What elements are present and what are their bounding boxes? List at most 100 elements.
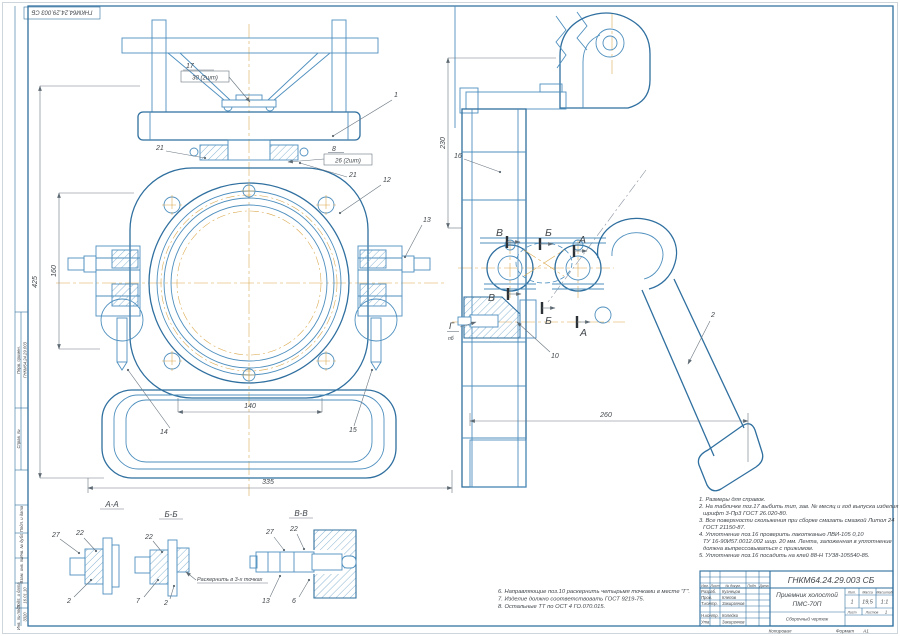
strip-perv-label: Перв. примен. — [16, 346, 21, 374]
left-latch-mechanism — [67, 245, 144, 371]
lit-header: Лит. — [847, 590, 856, 594]
title-block: ГНКМ64.24.29.003 СБ Изм. Лист № докум. П… — [699, 570, 894, 634]
strip-vzam-inv-label: Взам. инв. № — [19, 557, 24, 583]
title-block-doc-type: Сборочный чертеж — [786, 616, 829, 622]
pos-12: 12 — [383, 177, 391, 184]
side-view: В В Б Б А А Г пб 16 — [440, 11, 764, 492]
section-letter-b-top: Б — [545, 227, 552, 239]
dim-335: 335 — [262, 479, 274, 486]
note-line: 3. Все поверхности скольжения при сборке… — [699, 517, 894, 524]
row-role: Т.контр. — [701, 601, 718, 606]
row-role: Разраб. — [701, 589, 716, 594]
title-block-name-2: ПМС-70П — [793, 601, 822, 608]
strip-inv-podl-label: Инв. № подл. — [16, 604, 21, 630]
section-cut-marks: В В Б Б А А — [488, 227, 591, 339]
note-line: 6. Направляющие поз.10 раскернить четырь… — [498, 589, 690, 595]
pos-15: 15 — [349, 427, 357, 434]
title-block-doc-number: ГНКМ64.24.29.003 СБ — [788, 575, 875, 585]
front-dimensions: 425 160 140 335 — [32, 85, 453, 493]
dim-230: 230 — [440, 137, 447, 150]
row-name: Закирзянов — [722, 620, 745, 625]
section-letter-v-top: В — [496, 227, 503, 239]
section-view-bb: Б-Б 22 7 2 Раскернить в 3-х точках — [134, 510, 268, 607]
lit-value: 1 — [851, 600, 854, 606]
row-role: Н.контр. — [701, 613, 719, 618]
col-data: Дата — [758, 584, 768, 588]
pos-27-aa: 27 — [51, 532, 61, 539]
format-label: Формат — [836, 629, 854, 634]
pos-21-left: 21 — [155, 145, 164, 152]
side-leaders: 16 10 2 — [454, 153, 715, 365]
strip-podp-data2-value: 16.01.10 — [22, 587, 27, 604]
callout-pos8: 8 26 (2шт) — [287, 146, 373, 166]
pos-16: 16 — [454, 153, 462, 160]
pos-2-bb: 2 — [163, 600, 168, 607]
pos-2-aa: 2 — [66, 598, 71, 605]
col-podp: Подп. — [747, 584, 756, 588]
note-raskernit: Раскернить в 3-х точках — [197, 577, 263, 583]
mass-value: 19,5 — [862, 600, 874, 606]
scale-header: Масштаб — [876, 590, 893, 594]
section-aa-title: А-А — [104, 500, 118, 509]
section-view-aa: А-А 27 22 2 — [51, 500, 124, 605]
section-bb-title: Б-Б — [164, 510, 177, 519]
row-name: Копейко — [722, 613, 739, 618]
scale-value: 1:1 — [881, 600, 889, 606]
section-letter-a-top: А — [578, 234, 586, 246]
top-left-stamp-number: ГНКМ64.24.29.003 СБ — [31, 9, 92, 15]
kopiroval-label: Копировал — [769, 629, 792, 634]
pos-27-vv: 27 — [265, 529, 275, 536]
note-line: 2. На табличке поз.17 выбить тип, зав. №… — [698, 504, 898, 510]
note-line: ГОСТ 21150-87. — [703, 525, 745, 531]
size-30-2sht: 30 (2шт) — [192, 76, 218, 82]
sheets-label: Листов — [865, 610, 879, 614]
note-line: 7. Изделие должно соответствовать ГОСТ 9… — [498, 597, 644, 603]
sheet-label: Лист — [846, 610, 856, 614]
note-line: шрифт 3-Пр3 ГОСТ 26.020-80. — [703, 511, 787, 517]
pos-22-vv: 22 — [289, 526, 298, 533]
pos-13-vv: 13 — [262, 598, 270, 605]
strip-inv-podl-value: 3320 — [22, 612, 27, 622]
detail-g-sub: пб — [448, 336, 454, 342]
tech-notes-block-2: 6. Направляющие поз.10 раскернить четырь… — [498, 589, 690, 610]
note-line: должна выпрессовываться с прижимом. — [703, 546, 814, 552]
pos-22-bb: 22 — [144, 534, 153, 541]
pos-13: 13 — [423, 217, 431, 224]
front-view: 425 160 140 335 17 30 (2шт) 8 — [32, 19, 453, 496]
size-26-2sht: 26 (2шт) — [334, 159, 361, 165]
pos-10: 10 — [551, 353, 559, 360]
section-view-vv: В-В 27 22 13 6 — [249, 509, 357, 605]
flange-bolt-holes — [162, 183, 336, 383]
top-left-stamp: ГНКМ64.24.29.003 СБ — [23, 6, 101, 20]
col-izm: Изм. — [701, 584, 708, 588]
detail-letter-g: Г — [449, 321, 455, 331]
section-letter-a-bottom: А — [579, 327, 587, 339]
right-latch-mechanism — [354, 245, 431, 371]
row-role: Пров. — [701, 595, 712, 600]
pos-1: 1 — [394, 92, 398, 99]
pos-2: 2 — [710, 312, 715, 319]
pos-6-vv: 6 — [292, 598, 296, 605]
row-name: Закирзянов — [722, 601, 745, 606]
note-line: ТУ 16-90И57.0012.002 шир. 20 мм. Лента, … — [703, 539, 893, 545]
row-role: Утв. — [701, 620, 711, 625]
format-value: А1 — [862, 629, 869, 634]
callout-pos17: 17 30 (2шт) — [180, 63, 251, 103]
dim-260: 260 — [599, 412, 612, 419]
section-letter-v-bottom: В — [488, 292, 495, 304]
dim-425: 425 — [32, 276, 39, 288]
section-vv-title: В-В — [294, 509, 308, 518]
row-name: Клепов — [722, 595, 737, 600]
dim-140: 140 — [244, 403, 256, 410]
section-letter-b-bottom: Б — [545, 315, 552, 327]
front-leaders: 1 21 21 12 13 14 15 — [126, 92, 431, 436]
pos-22-aa: 22 — [75, 530, 84, 537]
note-line: 8. Остальные ТТ по ОСТ 4 ГО.070.015. — [498, 604, 605, 610]
strip-podp-data2-label: Подп. и дата — [16, 582, 21, 609]
pos-8: 8 — [332, 146, 336, 153]
note-line: 4. Уплотнение поз.16 проверить лакоткань… — [699, 532, 864, 538]
strip-sprav-label: Справ. № — [16, 429, 21, 448]
tech-notes-block: 1. Размеры для справок. 2. На табличке п… — [698, 497, 898, 559]
pos-14: 14 — [160, 429, 168, 436]
